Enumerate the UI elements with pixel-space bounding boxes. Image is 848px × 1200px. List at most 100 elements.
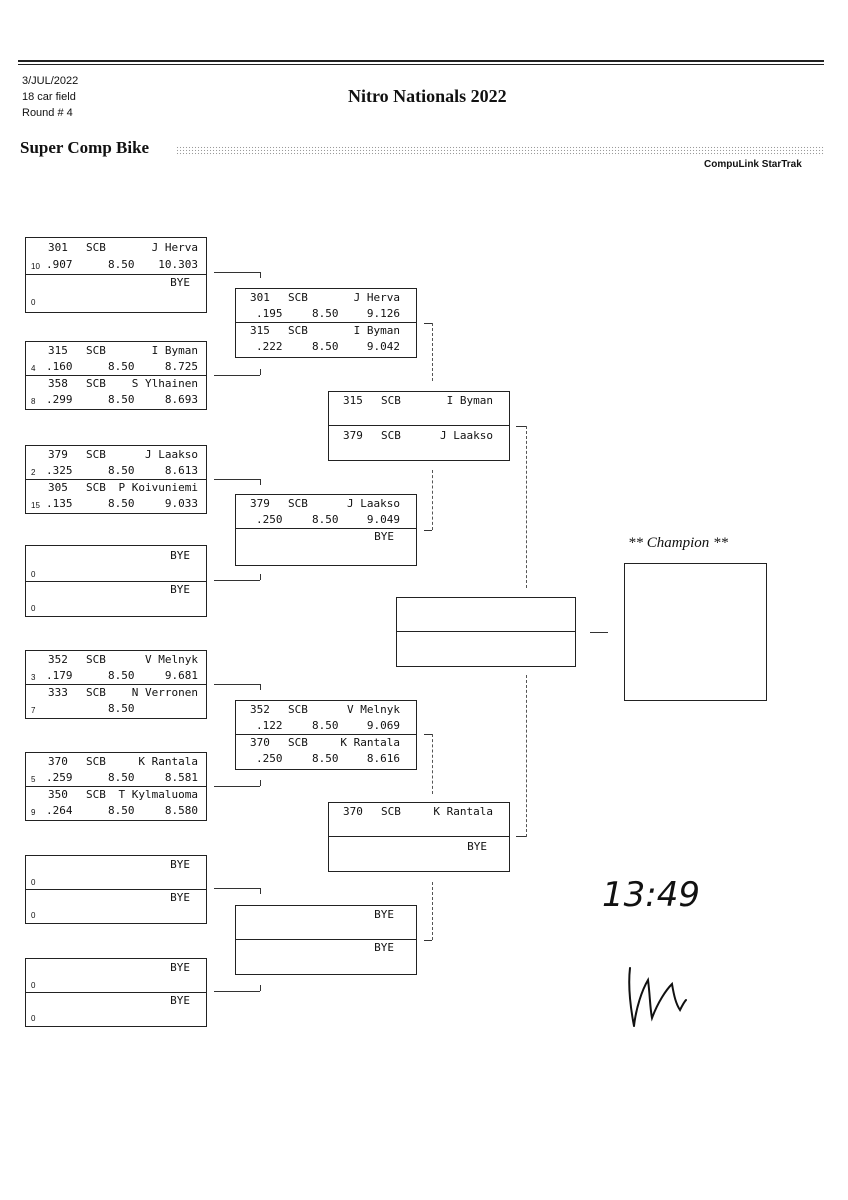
bye-label: BYE bbox=[170, 583, 190, 596]
connector-line bbox=[432, 882, 433, 940]
connector-line bbox=[260, 574, 261, 580]
reaction-time: .250 bbox=[256, 513, 283, 526]
bike-number: 379 bbox=[343, 429, 363, 442]
seed: 0 bbox=[31, 878, 36, 887]
elapsed-time: 9.681 bbox=[164, 669, 198, 682]
seed: 10 bbox=[31, 262, 40, 271]
dial-in: 8.50 bbox=[108, 464, 135, 477]
connector-line bbox=[260, 684, 261, 690]
event-date: 3/JUL/2022 bbox=[22, 75, 79, 87]
bike-class: SCB bbox=[381, 805, 401, 818]
bye-label: BYE bbox=[374, 530, 394, 543]
round1-pair-5: 352 SCB V Melnyk 3 .179 8.50 9.681 333 S… bbox=[25, 650, 207, 719]
bike-number: 315 bbox=[250, 324, 270, 337]
connector-line bbox=[260, 479, 261, 485]
signature-stroke bbox=[628, 967, 687, 1027]
elapsed-time: 8.693 bbox=[164, 393, 198, 406]
connector-line bbox=[424, 940, 432, 941]
seed: 0 bbox=[31, 981, 36, 990]
reaction-time: .160 bbox=[46, 360, 73, 373]
connector-line bbox=[260, 272, 261, 278]
bye-label: BYE bbox=[170, 961, 190, 974]
seed: 3 bbox=[31, 673, 36, 682]
field-size: 18 car field bbox=[22, 91, 76, 103]
bike-number: 358 bbox=[48, 377, 68, 390]
rider-name: K Rantala bbox=[138, 755, 198, 768]
rider-name: J Laakso bbox=[440, 429, 493, 442]
rider-name: J Laakso bbox=[145, 448, 198, 461]
connector-line bbox=[214, 580, 260, 581]
elapsed-time: 8.580 bbox=[164, 804, 198, 817]
reaction-time: .222 bbox=[256, 340, 283, 353]
round3-pair-1: 315 SCB I Byman 379 SCB J Laakso bbox=[328, 391, 510, 461]
rider-name: I Byman bbox=[151, 344, 198, 357]
elapsed-time: 9.042 bbox=[366, 340, 400, 353]
seed: 4 bbox=[31, 364, 36, 373]
elapsed-time: 9.069 bbox=[366, 719, 400, 732]
rider-name: T Kylmaluoma bbox=[118, 788, 198, 801]
rider-name: J Herva bbox=[353, 291, 400, 304]
bike-class: SCB bbox=[86, 686, 106, 699]
dial-in: 8.50 bbox=[312, 752, 339, 765]
elapsed-time: 10.303 bbox=[158, 258, 198, 271]
bike-number: 370 bbox=[48, 755, 68, 768]
bike-class: SCB bbox=[86, 481, 106, 494]
bike-number: 370 bbox=[343, 805, 363, 818]
top-rule-thin bbox=[18, 64, 824, 65]
bike-number: 301 bbox=[250, 291, 270, 304]
handwritten-time: 13:49 bbox=[602, 875, 700, 915]
connector-line bbox=[260, 780, 261, 786]
seed: 2 bbox=[31, 468, 36, 477]
rider-name: P Koivuniemi bbox=[118, 481, 198, 494]
bye-label: BYE bbox=[374, 941, 394, 954]
rider-name: N Verronen bbox=[131, 686, 198, 699]
elapsed-time: 9.049 bbox=[366, 513, 400, 526]
dial-in: 8.50 bbox=[108, 258, 135, 271]
bike-number: 315 bbox=[343, 394, 363, 407]
seed: 8 bbox=[31, 397, 36, 406]
bike-number: 352 bbox=[250, 703, 270, 716]
dial-in: 8.50 bbox=[312, 307, 339, 320]
bye-label: BYE bbox=[170, 891, 190, 904]
connector-line bbox=[214, 479, 260, 480]
elapsed-time: 8.613 bbox=[164, 464, 198, 477]
bye-label: BYE bbox=[467, 840, 487, 853]
reaction-time: .195 bbox=[256, 307, 283, 320]
event-title: Nitro Nationals 2022 bbox=[348, 86, 507, 106]
dotted-rule bbox=[176, 146, 824, 156]
bike-number: 305 bbox=[48, 481, 68, 494]
rider-name: V Melnyk bbox=[145, 653, 198, 666]
bike-number: 350 bbox=[48, 788, 68, 801]
round1-pair-8: BYE 0 BYE 0 bbox=[25, 958, 207, 1027]
bike-class: SCB bbox=[288, 703, 308, 716]
round1-pair-7: BYE 0 BYE 0 bbox=[25, 855, 207, 924]
bye-label: BYE bbox=[170, 994, 190, 1007]
bike-class: SCB bbox=[381, 429, 401, 442]
seed: 15 bbox=[31, 501, 40, 510]
bike-class: SCB bbox=[86, 241, 106, 254]
seed: 0 bbox=[31, 604, 36, 613]
rider-name: J Laakso bbox=[347, 497, 400, 510]
bike-class: SCB bbox=[381, 394, 401, 407]
round2-pair-2: 379 SCB J Laakso .250 8.50 9.049 BYE bbox=[235, 494, 417, 566]
reaction-time: .299 bbox=[46, 393, 73, 406]
seed: 0 bbox=[31, 911, 36, 920]
connector-line bbox=[214, 991, 260, 992]
class-title: Super Comp Bike bbox=[20, 138, 150, 157]
reaction-time: .259 bbox=[46, 771, 73, 784]
round2-pair-3: 352 SCB V Melnyk .122 8.50 9.069 370 SCB… bbox=[235, 700, 417, 770]
connector-line bbox=[424, 734, 432, 735]
bike-class: SCB bbox=[288, 324, 308, 337]
round2-pair-4: BYE BYE bbox=[235, 905, 417, 975]
dial-in: 8.50 bbox=[108, 497, 135, 510]
rider-name: I Byman bbox=[353, 324, 400, 337]
bike-number: 379 bbox=[250, 497, 270, 510]
bike-class: SCB bbox=[288, 497, 308, 510]
connector-line bbox=[526, 675, 527, 837]
connector-line bbox=[590, 632, 608, 633]
connector-line bbox=[214, 786, 260, 787]
round1-pair-6: 370 SCB K Rantala 5 .259 8.50 8.581 350 … bbox=[25, 752, 207, 821]
connector-line bbox=[516, 426, 526, 427]
bike-class: SCB bbox=[86, 344, 106, 357]
connector-line bbox=[214, 684, 260, 685]
